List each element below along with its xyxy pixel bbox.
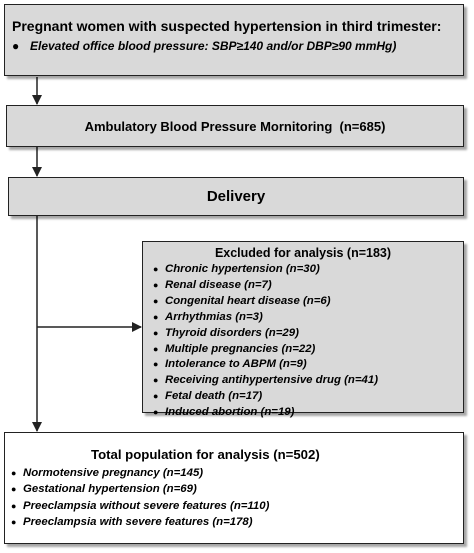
total-item: ● Gestational hypertension (n=69)	[11, 481, 463, 497]
total-item: ● Normotensive pregnancy (n=145)	[11, 465, 463, 481]
inclusion-criteria-box: Pregnant women with suspected hypertensi…	[4, 4, 464, 76]
excluded-item: ● Fetal death (n=17)	[153, 389, 463, 405]
total-item-text: Preeclampsia with severe features (n=178…	[23, 515, 253, 528]
bullet-icon: ●	[12, 39, 20, 53]
total-item: ● Preeclampsia with severe features (n=17…	[11, 514, 463, 530]
excluded-item-text: Induced abortion (n=19)	[165, 406, 295, 419]
excluded-item-text: Congenital heart disease (n=6)	[165, 294, 331, 307]
bullet-icon: ●	[153, 295, 159, 306]
excluded-item: ● Renal disease (n=7)	[153, 278, 463, 294]
bullet-icon: ●	[153, 359, 159, 370]
inclusion-criteria-item: ● Elevated office blood pressure: SBP≥14…	[12, 39, 463, 53]
total-item-text: Gestational hypertension (n=69)	[23, 483, 197, 496]
excluded-item: ● Chronic hypertension (n=30)	[153, 262, 463, 278]
excluded-item-text: Fetal death (n=17)	[165, 390, 263, 403]
bullet-icon: ●	[153, 264, 159, 274]
excluded-item: ● Intolerance to ABPM (n=9)	[153, 357, 463, 373]
delivery-title: Delivery	[206, 188, 266, 205]
bullet-icon: ●	[153, 407, 159, 418]
excluded-title: Excluded for analysis (n=183)	[214, 246, 392, 260]
bullet-icon: ●	[153, 343, 159, 354]
bullet-icon: ●	[153, 327, 159, 338]
total-item-text: Preeclampsia without severe features (n=…	[23, 499, 270, 512]
excluded-item: ● Arrhythmias (n=3)	[153, 310, 463, 326]
delivery-box: Delivery	[8, 177, 464, 216]
total-population-box: Total population for analysis (n=502) ● N…	[4, 432, 464, 544]
excluded-item-text: Chronic hypertension (n=30)	[165, 263, 320, 275]
total-item: ● Preeclampsia without severe features (n…	[11, 498, 463, 514]
excluded-item-text: Multiple pregnancies (n=22)	[165, 342, 316, 355]
excluded-item-text: Receiving antihypertensive drug (n=41)	[165, 374, 379, 387]
bullet-icon: ●	[153, 391, 159, 402]
total-population-title: Total population for analysis (n=502)	[91, 447, 320, 462]
excluded-box: Excluded for analysis (n=183) ● Chronic h…	[142, 241, 464, 418]
inclusion-criteria-title: Pregnant women with suspected hypertensi…	[12, 18, 442, 34]
total-item-text: Normotensive pregnancy (n=145)	[23, 467, 204, 479]
abpm-box: Ambulatory Blood Pressure Mornitoring (n…	[6, 105, 464, 147]
bullet-icon: ●	[11, 468, 17, 478]
excluded-item: ● Multiple pregnancies (n=22)	[153, 342, 463, 358]
excluded-list: ● Chronic hypertension (n=30) ● Renal disea…	[153, 262, 463, 421]
bullet-icon: ●	[153, 375, 159, 386]
inclusion-criteria-text: Elevated office blood pressure: SBP≥140 …	[30, 39, 397, 53]
bullet-icon: ●	[11, 484, 17, 495]
excluded-item: ● Induced abortion (n=19)	[153, 405, 463, 421]
excluded-item: ● Receiving antihypertensive drug (n=41)	[153, 373, 463, 389]
bullet-icon: ●	[153, 279, 159, 290]
bullet-icon: ●	[11, 516, 17, 527]
abpm-title: Ambulatory Blood Pressure Mornitoring (n…	[84, 118, 386, 134]
excluded-item-text: Thyroid disorders (n=29)	[165, 326, 299, 339]
total-population-list: ● Normotensive pregnancy (n=145) ● Gestatio…	[11, 465, 463, 530]
excluded-item: ● Thyroid disorders (n=29)	[153, 326, 463, 342]
excluded-item-text: Intolerance to ABPM (n=9)	[165, 358, 307, 371]
bullet-icon: ●	[11, 500, 17, 511]
excluded-item: ● Congenital heart disease (n=6)	[153, 294, 463, 310]
bullet-icon: ●	[153, 311, 159, 322]
excluded-item-text: Renal disease (n=7)	[165, 278, 272, 291]
excluded-item-text: Arrhythmias (n=3)	[165, 310, 263, 323]
